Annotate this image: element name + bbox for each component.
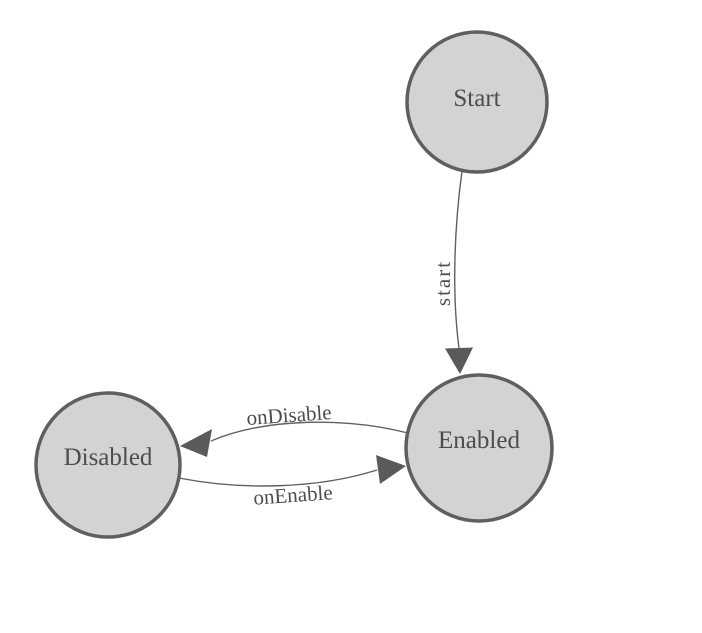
node-enabled-label: Enabled (438, 427, 520, 454)
edge-enabled-to-disabled: onDisable (180, 400, 409, 457)
edge-start-to-enabled: start (431, 170, 473, 374)
node-enabled: Enabled (404, 373, 554, 523)
edge-line-enabled-to-disabled (210, 421, 409, 442)
node-start: Start (405, 30, 549, 174)
node-disabled-circle (34, 391, 182, 539)
arrowhead-disabled-to-enabled-icon (376, 455, 406, 484)
arrowhead-start-to-enabled-icon (445, 347, 473, 374)
edge-label-ondisable: onDisable (246, 400, 333, 430)
edge-line-disabled-to-enabled (178, 469, 378, 487)
edge-label-onenable: onEnable (253, 480, 334, 509)
arrowhead-enabled-to-disabled-icon (180, 429, 212, 457)
node-disabled-label: Disabled (64, 444, 153, 471)
edge-disabled-to-enabled: onEnable (178, 455, 406, 510)
edge-label-start: start (431, 260, 455, 306)
node-enabled-circle (404, 373, 554, 523)
node-start-label: Start (453, 85, 500, 112)
edge-line-start-to-enabled (454, 170, 463, 349)
node-start-circle (405, 30, 549, 174)
node-disabled: Disabled (34, 391, 182, 539)
